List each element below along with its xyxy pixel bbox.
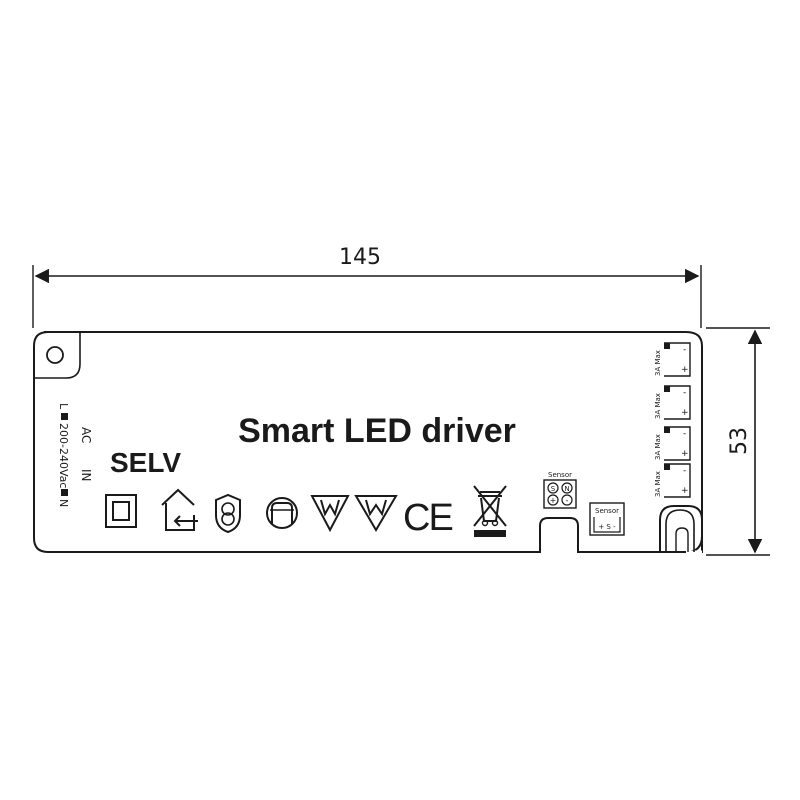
output-3: 3A Max - + <box>654 426 691 461</box>
safety-transformer-icon <box>215 493 241 534</box>
thermal-protection-icon <box>266 497 298 529</box>
sensor-1-s: S <box>551 485 556 493</box>
output-1-plus: + <box>681 365 689 375</box>
width-dimension: 145 <box>32 245 702 328</box>
output-4: 3A Max - + <box>654 463 691 498</box>
output-3-plus: + <box>681 449 689 459</box>
input-voltage: 200-240Vac <box>57 423 70 488</box>
sensor-1-plus: + <box>550 496 557 505</box>
product-title: Smart LED driver <box>238 412 516 450</box>
input-ac: AC <box>79 427 93 443</box>
sensor-2-title: Sensor <box>595 507 619 515</box>
height-value: 53 <box>727 427 752 455</box>
output-4-label: 3A Max <box>654 471 662 497</box>
output-1-label: 3A Max <box>654 350 662 376</box>
sensor-1-n: N <box>564 485 569 493</box>
output-4-minus: - <box>683 466 686 476</box>
sensor-2-pins: + S - <box>598 523 616 531</box>
input-in: IN <box>79 469 93 482</box>
output-1: 3A Max - + <box>654 342 691 377</box>
output-2: 3A Max - + <box>654 385 691 420</box>
sensor-1-title: Sensor <box>548 471 572 479</box>
sensor-2-terminal: Sensor + S - <box>589 502 625 536</box>
sensor-1-terminal: Sensor S N + - <box>543 471 577 509</box>
ce-mark-icon: CE <box>403 497 452 539</box>
output-terminals: 3A Max - + 3A Max - + 3A Max - + 3A Max … <box>654 342 691 498</box>
mm-mark-icon <box>354 495 398 532</box>
class-ii-icon <box>105 494 137 528</box>
mounting-hole <box>46 346 64 364</box>
input-l-terminal <box>61 413 68 420</box>
input-n: N <box>57 499 70 507</box>
width-value: 145 <box>339 245 381 270</box>
output-2-minus: - <box>683 388 686 398</box>
output-1-minus: - <box>683 345 686 355</box>
output-3-label: 3A Max <box>654 434 662 460</box>
height-dimension: 53 <box>706 327 770 556</box>
output-2-plus: + <box>681 408 689 418</box>
m-mark-icon <box>310 495 350 533</box>
cable-notch <box>665 509 695 552</box>
output-2-label: 3A Max <box>654 393 662 419</box>
sensor-1-minus: - <box>566 496 569 505</box>
selv-label: SELV <box>110 447 181 478</box>
indoor-use-icon <box>161 488 198 531</box>
input-l: L <box>57 403 70 410</box>
mounting-ear <box>34 332 81 379</box>
weee-bin-icon <box>473 485 507 537</box>
input-n-terminal <box>61 489 68 496</box>
output-4-plus: + <box>681 486 689 496</box>
ac-input-label: L 200-240Vac N AC IN <box>57 403 93 507</box>
output-3-minus: - <box>683 429 686 439</box>
